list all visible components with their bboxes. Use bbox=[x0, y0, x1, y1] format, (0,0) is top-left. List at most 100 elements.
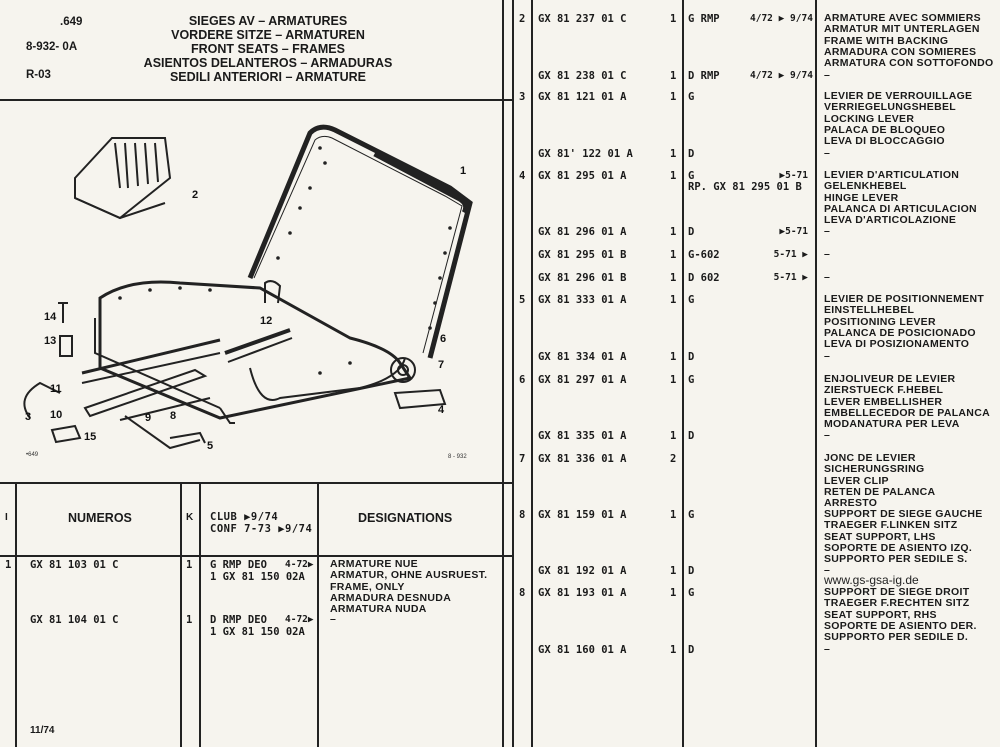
part-number: GX 81' 122 01 A bbox=[538, 148, 633, 160]
right-col-line-club bbox=[815, 0, 817, 747]
page-title: SIEGES AV – ARMATURES VORDERE SITZE – AR… bbox=[143, 14, 393, 84]
version-date: 4/72 ▶ 9/74 bbox=[750, 70, 813, 81]
version: D bbox=[688, 644, 695, 656]
col-line-i bbox=[15, 482, 17, 747]
quantity: 1 bbox=[186, 614, 193, 626]
part-number: GX 81 295 01 B bbox=[538, 249, 627, 261]
designation: – bbox=[824, 271, 831, 283]
version-date: 5-71 ▶ bbox=[773, 272, 808, 283]
diagram-divider bbox=[0, 482, 512, 484]
part-number: GX 81 296 01 A bbox=[538, 226, 627, 238]
designation: – bbox=[824, 69, 831, 81]
callout-15: 15 bbox=[84, 431, 96, 443]
part-number: GX 81 104 01 C bbox=[30, 614, 119, 626]
version: D bbox=[688, 351, 695, 363]
quantity: 1 bbox=[670, 249, 677, 261]
version: G RMP DEO bbox=[210, 559, 267, 571]
seat-frame-diagram: 1 2 3 4 5 6 7 8 9 10 11 12 13 14 15 •649… bbox=[23, 124, 473, 460]
callout-14: 14 bbox=[44, 311, 57, 323]
row-index: 6 bbox=[519, 374, 526, 386]
callout-4: 4 bbox=[438, 404, 445, 416]
version: D bbox=[688, 565, 695, 577]
version-date: 4/72 ▶ 9/74 bbox=[750, 13, 813, 24]
version: G bbox=[688, 509, 695, 521]
designation: – bbox=[330, 613, 337, 625]
version: G RMP bbox=[688, 13, 720, 25]
quantity: 1 bbox=[670, 351, 677, 363]
callout-12: 12 bbox=[260, 315, 272, 327]
quantity: 1 bbox=[670, 374, 677, 386]
watermark: www.gs-gsa-ig.de bbox=[824, 573, 919, 587]
version-date: 4-72▶ bbox=[285, 559, 314, 570]
diagram-code-left: •649 bbox=[26, 452, 39, 458]
quantity: 1 bbox=[670, 226, 677, 238]
table-header-divider bbox=[0, 555, 512, 557]
quantity: 1 bbox=[670, 565, 677, 577]
quantity: 2 bbox=[670, 453, 677, 465]
part-number: GX 81 192 01 A bbox=[538, 565, 627, 577]
quantity: 1 bbox=[670, 170, 677, 182]
version: D bbox=[688, 430, 695, 442]
callout-6: 6 bbox=[440, 333, 446, 345]
version-ref: RP. GX 81 295 01 B bbox=[688, 181, 802, 193]
part-number: GX 81 333 01 A bbox=[538, 294, 627, 306]
version: D RMP DEO bbox=[210, 614, 267, 626]
version: G bbox=[688, 587, 695, 599]
row-index: 8 bbox=[519, 587, 526, 599]
part-number: GX 81 336 01 A bbox=[538, 453, 627, 465]
issue-date: 11/74 bbox=[30, 725, 55, 736]
version-ref: 1 GX 81 150 02A bbox=[210, 571, 305, 583]
designation: – bbox=[824, 248, 831, 260]
part-number: GX 81 193 01 A bbox=[538, 587, 627, 599]
callout-8: 8 bbox=[170, 410, 176, 422]
group-code: 8-932- 0A bbox=[26, 41, 78, 53]
version: D 602 bbox=[688, 272, 720, 284]
row-index: 3 bbox=[519, 91, 526, 103]
col-header-i: I bbox=[5, 512, 8, 523]
col-header-designations: DESIGNATIONS bbox=[358, 511, 453, 525]
part-number: GX 81 334 01 A bbox=[538, 351, 627, 363]
callout-10: 10 bbox=[50, 409, 62, 421]
col-header-numeros: NUMEROS bbox=[68, 511, 132, 525]
row-index: 4 bbox=[519, 170, 526, 182]
version: G bbox=[688, 170, 695, 182]
quantity: 1 bbox=[186, 559, 193, 571]
callout-11: 11 bbox=[50, 383, 62, 395]
part-number: GX 81 295 01 A bbox=[538, 170, 627, 182]
version-date: ▶5-71 bbox=[779, 170, 808, 181]
quantity: 1 bbox=[670, 294, 677, 306]
callout-7: 7 bbox=[438, 359, 444, 371]
callout-9: 9 bbox=[145, 412, 151, 424]
part-number: GX 81 121 01 A bbox=[538, 91, 627, 103]
col-line-club bbox=[317, 482, 319, 747]
version: G bbox=[688, 374, 695, 386]
designation: – bbox=[824, 147, 831, 159]
page-code: .649 bbox=[60, 16, 83, 28]
row-index: 8 bbox=[519, 509, 526, 521]
row-index: 7 bbox=[519, 453, 526, 465]
col-line-k bbox=[199, 482, 201, 747]
col-header-club-1: CLUB ▶9/74 bbox=[210, 511, 279, 523]
designation: – bbox=[824, 643, 831, 655]
callout-2: 2 bbox=[192, 189, 198, 201]
page-divider-1 bbox=[502, 0, 504, 747]
version-date: 4-72▶ bbox=[285, 614, 314, 625]
part-number: GX 81 335 01 A bbox=[538, 430, 627, 442]
col-line-numeros bbox=[180, 482, 182, 747]
row-index: 1 bbox=[5, 559, 12, 571]
right-col-line-k bbox=[682, 0, 684, 747]
header-divider bbox=[0, 99, 512, 101]
part-number: GX 81 297 01 A bbox=[538, 374, 627, 386]
version-date: ▶5-71 bbox=[779, 226, 808, 237]
part-number: GX 81 103 01 C bbox=[30, 559, 119, 571]
version-ref: 1 GX 81 150 02A bbox=[210, 626, 305, 638]
designation: – bbox=[824, 429, 831, 441]
